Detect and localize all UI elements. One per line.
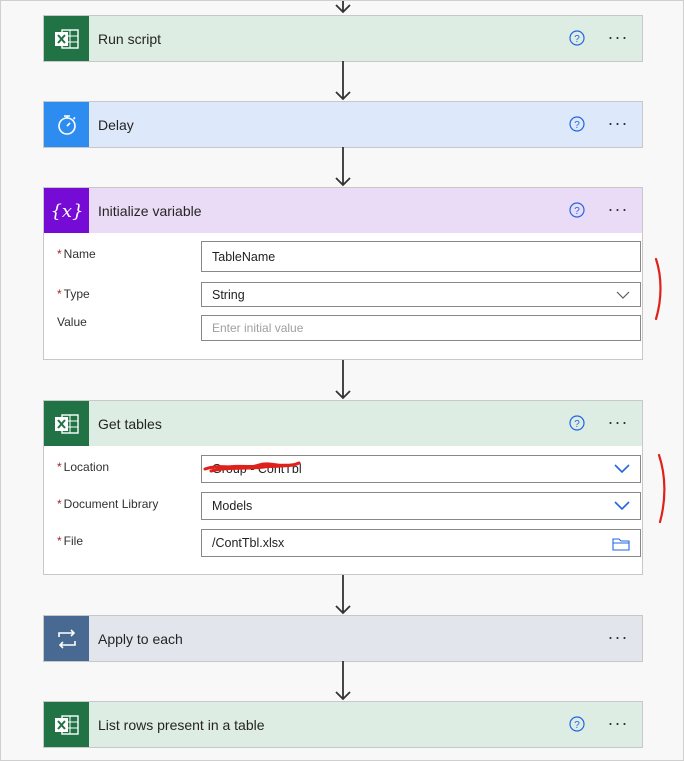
more-options-button[interactable]: ··· (607, 199, 629, 219)
step-title: Initialize variable (98, 202, 202, 219)
value-label: Value (57, 315, 87, 329)
name-label: *Name (57, 247, 96, 261)
more-options-button[interactable]: ··· (607, 27, 629, 47)
type-select[interactable]: String (201, 282, 641, 307)
step-initialize-variable[interactable]: {x} Initialize variable ? ··· *Name Tabl… (43, 187, 643, 360)
file-value: /ContTbl.xlsx (212, 536, 285, 550)
help-icon[interactable]: ? (569, 116, 585, 132)
loop-icon (44, 616, 89, 661)
svg-text:?: ? (574, 34, 580, 45)
step-title: Apply to each (98, 630, 183, 647)
name-input[interactable]: TableName (201, 241, 641, 272)
flow-arrow (331, 147, 355, 187)
timer-icon (44, 102, 89, 147)
type-label: *Type (57, 287, 90, 301)
flow-arrow (331, 661, 355, 701)
help-icon[interactable]: ? (569, 415, 585, 431)
document-library-select[interactable]: Models (201, 492, 641, 520)
step-get-tables[interactable]: Get tables ? ··· *Location Group - ContT… (43, 400, 643, 575)
flow-arrow (331, 0, 355, 14)
variable-icon: {x} (44, 188, 89, 233)
annotation-bracket (657, 453, 666, 524)
svg-text:?: ? (574, 720, 580, 731)
svg-text:?: ? (574, 419, 580, 430)
folder-icon[interactable] (612, 537, 630, 551)
svg-text:{x}: {x} (52, 201, 82, 222)
step-title: Run script (98, 30, 162, 47)
excel-icon (44, 16, 89, 61)
more-options-button[interactable]: ··· (607, 627, 629, 647)
flow-arrow (331, 575, 355, 615)
chevron-down-icon (614, 464, 630, 474)
value-input[interactable]: Enter initial value (201, 315, 641, 341)
location-label: *Location (57, 460, 110, 474)
chevron-down-icon (616, 291, 630, 299)
more-options-button[interactable]: ··· (607, 713, 629, 733)
file-input[interactable]: /ContTbl.xlsx (201, 529, 641, 557)
location-select[interactable]: Group - ContTbl (201, 455, 641, 483)
step-title: Delay (98, 116, 134, 133)
step-title: Get tables (98, 415, 162, 432)
flow-arrow (331, 61, 355, 101)
step-list-rows[interactable]: List rows present in a table ? ··· (43, 701, 643, 748)
more-options-button[interactable]: ··· (607, 412, 629, 432)
step-apply-to-each[interactable]: Apply to each ··· (43, 615, 643, 662)
annotation-bracket (654, 257, 662, 321)
help-icon[interactable]: ? (569, 202, 585, 218)
excel-icon (44, 401, 89, 446)
svg-text:?: ? (574, 120, 580, 131)
chevron-down-icon (614, 501, 630, 511)
flow-arrow (331, 360, 355, 400)
file-label: *File (57, 534, 84, 548)
document-library-label: *Document Library (57, 497, 159, 511)
type-value: String (212, 287, 245, 302)
help-icon[interactable]: ? (569, 716, 585, 732)
document-library-value: Models (212, 499, 253, 513)
svg-text:?: ? (574, 206, 580, 217)
step-run-script[interactable]: Run script ? ··· (43, 15, 643, 62)
help-icon[interactable]: ? (569, 30, 585, 46)
more-options-button[interactable]: ··· (607, 113, 629, 133)
excel-icon (44, 702, 89, 747)
step-title: List rows present in a table (98, 716, 265, 733)
redaction-scribble (203, 461, 301, 473)
step-delay[interactable]: Delay ? ··· (43, 101, 643, 148)
